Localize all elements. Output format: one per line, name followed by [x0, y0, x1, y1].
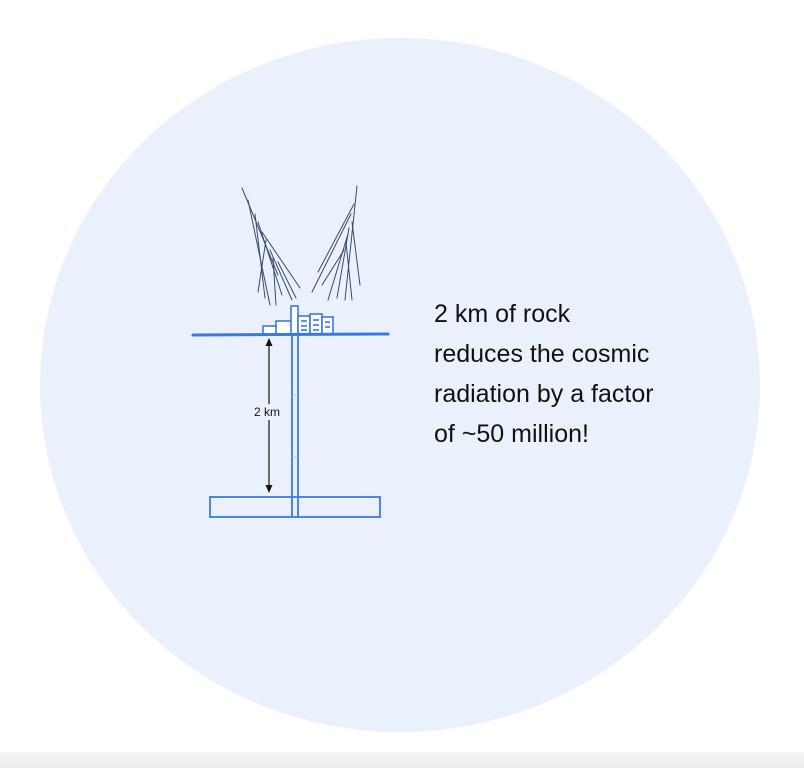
caption-line-3: radiation by a factor: [434, 380, 654, 408]
mine-shaft: [291, 334, 299, 497]
caption: 2 km of rock reduces the cosmic radiatio…: [434, 294, 734, 454]
depth-label-backdrop: [248, 404, 286, 420]
surface-buildings: [262, 305, 334, 335]
caption-line-2: reduces the cosmic: [434, 340, 650, 368]
underground-lab: [209, 496, 381, 518]
cosmic-ray-shower-left: [241, 187, 301, 306]
depth-label: 2 km: [254, 405, 280, 419]
cosmic-ray-shower-right: [311, 185, 361, 301]
background-circle: [40, 38, 760, 732]
caption-line-4: of ~50 million!: [434, 420, 589, 448]
caption-line-1: 2 km of rock: [434, 300, 571, 328]
bottom-strip: [0, 752, 804, 768]
ground-surface: [191, 332, 390, 337]
